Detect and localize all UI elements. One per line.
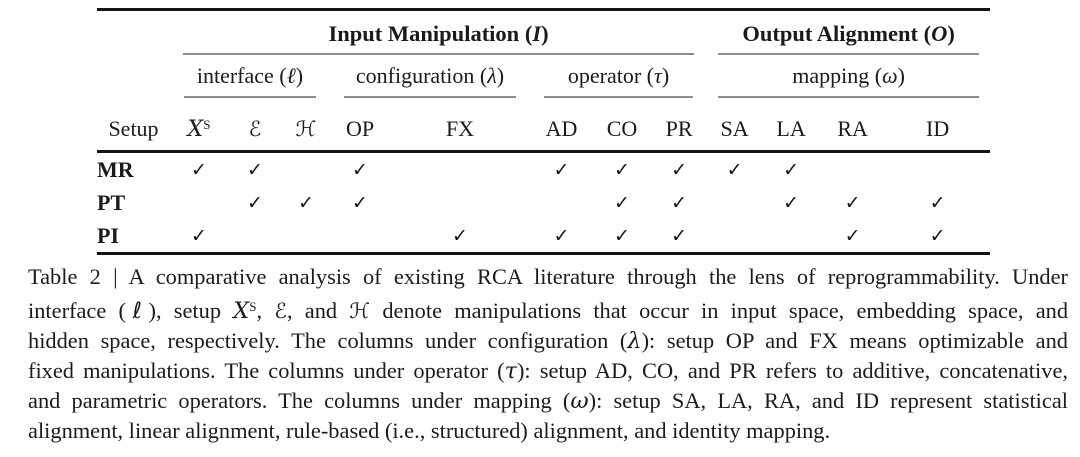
col-header-sa: SA [707,98,763,153]
check-cell: ✓ [671,158,687,181]
row-label-pi: PI [97,219,170,255]
check-cell: ✓ [191,158,207,181]
col-header-op: OP [330,98,390,153]
check-cell: ✓ [651,219,708,255]
check-cell: ✓ [614,191,630,214]
check-cell: ✓ [170,219,228,255]
check-cell: ✓ [298,191,314,214]
check-cell [228,219,282,255]
check-cell: ✓ [844,191,861,214]
cmidrule-input-manipulation [183,53,695,55]
check-cell: ✓ [247,191,263,214]
check-cell [530,186,593,219]
cmidrule-configuration [344,96,516,98]
col-header-script-e: ℰ [228,98,282,153]
subgroup-header-configuration-label: configuration (λ) [355,63,505,88]
col-header-script-x-s: XS [170,98,228,153]
col-header-id: ID [885,98,991,153]
table-row-mr: MR ✓ ✓ ✓ ✓ ✓ ✓ ✓ ✓ [97,152,990,187]
col-header-pr: PR [651,98,708,153]
check-cell [762,219,821,255]
caption-line: and parametric operators. The columns un… [28,388,1068,414]
row-label-pt: PT [97,189,126,215]
cmidrule-output-alignment [718,53,980,55]
comparison-table-wrapper: Input Manipulation (I) Output Alignment … [97,8,991,255]
group-header-output-alignment-label: Output Alignment (O) [742,21,955,46]
check-cell: ✓ [671,191,687,214]
caption-line: interface (ℓ), setup XS, ℰ, and ℋ denote… [28,298,1069,324]
caption-line: fixed manipulations. The columns under o… [28,358,1068,384]
check-cell: ✓ [352,191,368,214]
check-cell [820,152,885,187]
check-cell [885,152,990,187]
check-cell: ✓ [593,219,651,255]
check-cell [390,152,530,187]
col-header-ad: AD [530,98,593,153]
check-cell [707,186,762,219]
col-header-co: CO [593,98,651,153]
table-caption: Table 2 | A comparative analysis of exis… [28,262,1068,446]
subgroup-header-mapping: mapping (ω) [707,55,990,98]
caption-line: Table 2 | A comparative analysis of exis… [28,264,1068,289]
caption-line: hidden space, respectively. The columns … [28,328,1068,354]
cmidrule-operator [544,96,694,98]
check-cell: ✓ [783,158,800,181]
subgroup-header-configuration: configuration (λ) [330,55,530,98]
subgroup-header-mapping-label: mapping (ω) [792,63,905,88]
row-label-mr: MR [97,156,134,182]
check-cell: ✓ [783,191,800,214]
check-cell [282,152,330,187]
group-header-row: Input Manipulation (I) Output Alignment … [97,10,990,56]
check-cell: ✓ [726,158,743,181]
subgroup-header-interface: interface (ℓ) [170,55,330,98]
check-cell: ✓ [390,219,530,255]
subgroup-header-operator: operator (τ) [530,55,707,98]
subgroup-header-operator-label: operator (τ) [567,63,670,88]
check-cell: ✓ [885,219,991,255]
subgroup-header-interface-label: interface (ℓ) [196,63,304,88]
check-cell: ✓ [352,158,368,181]
check-cell [330,219,390,255]
cmidrule-mapping [718,96,980,98]
check-cell [282,219,330,255]
group-header-output-alignment: Output Alignment (O) [707,10,990,55]
col-header-fx: FX [390,98,530,153]
check-cell: ✓ [530,219,593,255]
check-cell: ✓ [614,158,630,181]
table-row-pt: PT ✓ ✓ ✓ ✓ ✓ ✓ ✓ ✓ [97,186,990,219]
check-cell: ✓ [929,191,946,214]
group-header-spacer [97,10,170,56]
group-header-input-manipulation: Input Manipulation (I) [170,10,707,55]
column-header-row: Setup XS ℰ ℋ OP FX AD CO PR SA LA RA ID [97,98,991,153]
subgroup-header-spacer [97,55,170,98]
check-cell [170,186,228,219]
table-row-pi: PI ✓ ✓ ✓ ✓ ✓ ✓ ✓ [97,219,991,255]
check-cell [390,186,530,219]
subgroup-header-row: interface (ℓ) configuration (λ) operator… [97,55,990,98]
caption-line: alignment, linear alignment, rule-based … [28,418,831,443]
col-header-la: LA [762,98,821,153]
setup-column-header: Setup [97,98,170,153]
cmidrule-interface [184,96,316,98]
col-header-script-h: ℋ [282,98,330,153]
check-cell: ✓ [247,158,263,181]
comparison-table: Input Manipulation (I) Output Alignment … [97,8,991,255]
group-header-input-manipulation-label: Input Manipulation (I) [328,21,549,46]
col-header-ra: RA [820,98,886,153]
check-cell: ✓ [820,219,886,255]
check-cell: ✓ [553,158,570,181]
check-cell [707,219,763,255]
